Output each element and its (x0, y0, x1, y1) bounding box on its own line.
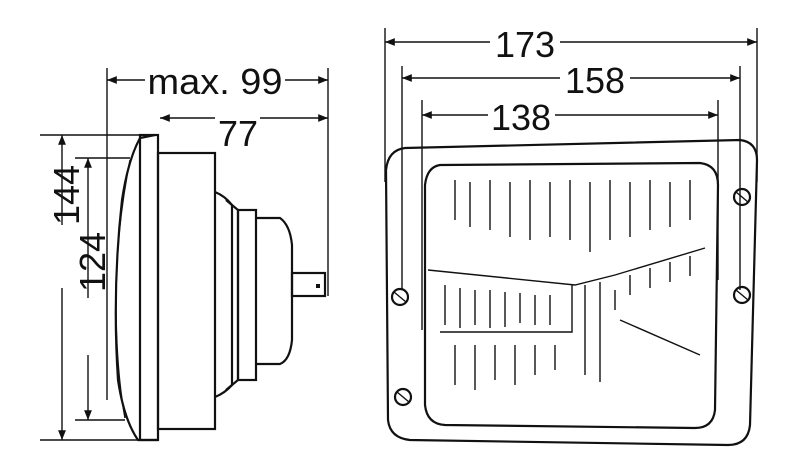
screw (732, 285, 752, 305)
dimension-158: 158 (565, 60, 625, 101)
screw (390, 287, 410, 307)
lens-inner-profile (115, 159, 131, 419)
screw (393, 387, 413, 407)
dimension-max-99: max. 99 (148, 61, 283, 102)
screw (732, 187, 752, 207)
lens-window (423, 161, 720, 430)
front-view: 173 158 138 (384, 24, 759, 447)
dimension-138: 138 (491, 97, 551, 138)
reflector-housing (156, 151, 217, 431)
housing-step (214, 190, 234, 399)
dimension-77: 77 (218, 113, 258, 154)
pin-hole (316, 284, 320, 288)
outer-frame (384, 138, 759, 447)
bulb-cap (256, 216, 294, 366)
lens-pattern (427, 180, 706, 390)
mounting-flange (138, 133, 160, 442)
side-view: max. 99 77 144 124 (40, 61, 329, 442)
dimension-173: 173 (495, 24, 555, 65)
lens-profile (114, 133, 158, 442)
bulb-socket (236, 208, 258, 382)
dimension-144: 144 (46, 165, 87, 225)
connector-pin (290, 271, 327, 298)
dimension-124: 124 (72, 232, 113, 292)
